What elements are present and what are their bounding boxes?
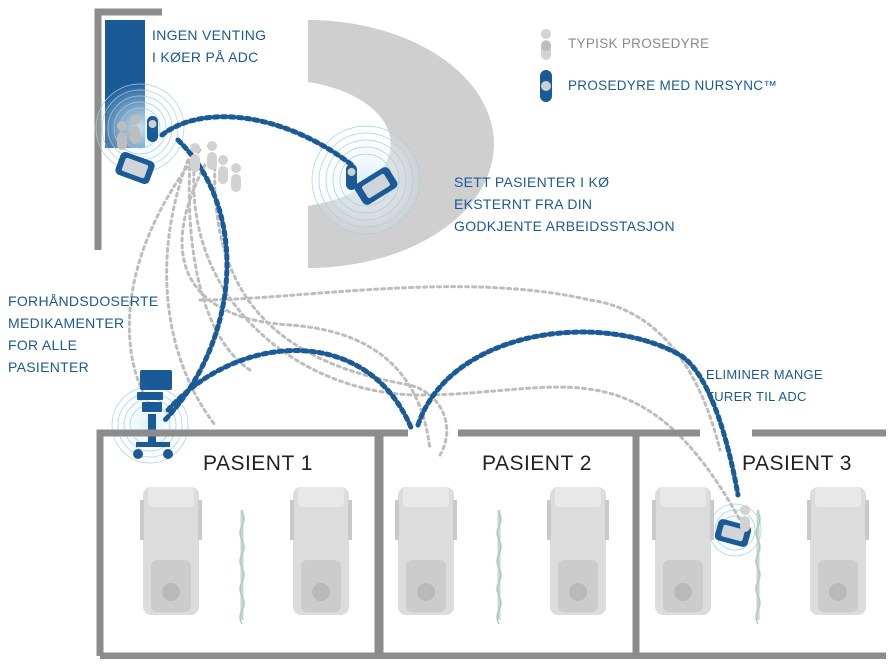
nursync-procedure-paths bbox=[159, 114, 741, 498]
patient-bed-icon bbox=[547, 487, 609, 615]
station-wall bbox=[94, 8, 162, 250]
privacy-curtain-icon bbox=[496, 510, 502, 625]
privacy-curtain-icon bbox=[239, 510, 245, 625]
patient-bed-icon bbox=[395, 487, 457, 615]
patient-bed-icon bbox=[290, 487, 352, 615]
patient-beds bbox=[140, 487, 869, 625]
legend-nursync-label: PROSEDYRE MED NURSYNC™ bbox=[568, 78, 778, 93]
callout-predosed: FORHÅNDSDOSERTE MEDIKAMENTER FOR ALLE PA… bbox=[8, 293, 159, 375]
patient-bed-icon bbox=[140, 487, 202, 615]
patient-bed-icon bbox=[652, 487, 714, 615]
medication-cart-icon bbox=[133, 370, 173, 459]
room-title-1: PASIENT 1 bbox=[203, 452, 313, 475]
patient-room-walls bbox=[96, 429, 886, 660]
callout-workstation: SETT PASIENTER I KØ EKSTERNT FRA DIN GOD… bbox=[454, 174, 675, 234]
legend-nursync-icon bbox=[540, 70, 552, 102]
person-icon bbox=[117, 115, 750, 532]
callout-eliminate: ELIMINER MANGE TURER TIL ADC bbox=[706, 367, 823, 404]
room-title-2: PASIENT 2 bbox=[482, 452, 592, 475]
typical-procedure-paths bbox=[127, 148, 742, 522]
legend-typical-icon bbox=[541, 29, 551, 60]
privacy-curtain-icon bbox=[755, 510, 761, 625]
room-title-3: PASIENT 3 bbox=[742, 452, 852, 475]
workstation-device-icon bbox=[354, 167, 398, 205]
adc-scanner-icon bbox=[115, 151, 155, 185]
callout-adc: INGEN VENTING I KØER PÅ ADC bbox=[152, 27, 267, 65]
patient-bed-icon bbox=[807, 487, 869, 615]
legend-typical-label: TYPISK PROSEDYRE bbox=[568, 36, 710, 51]
